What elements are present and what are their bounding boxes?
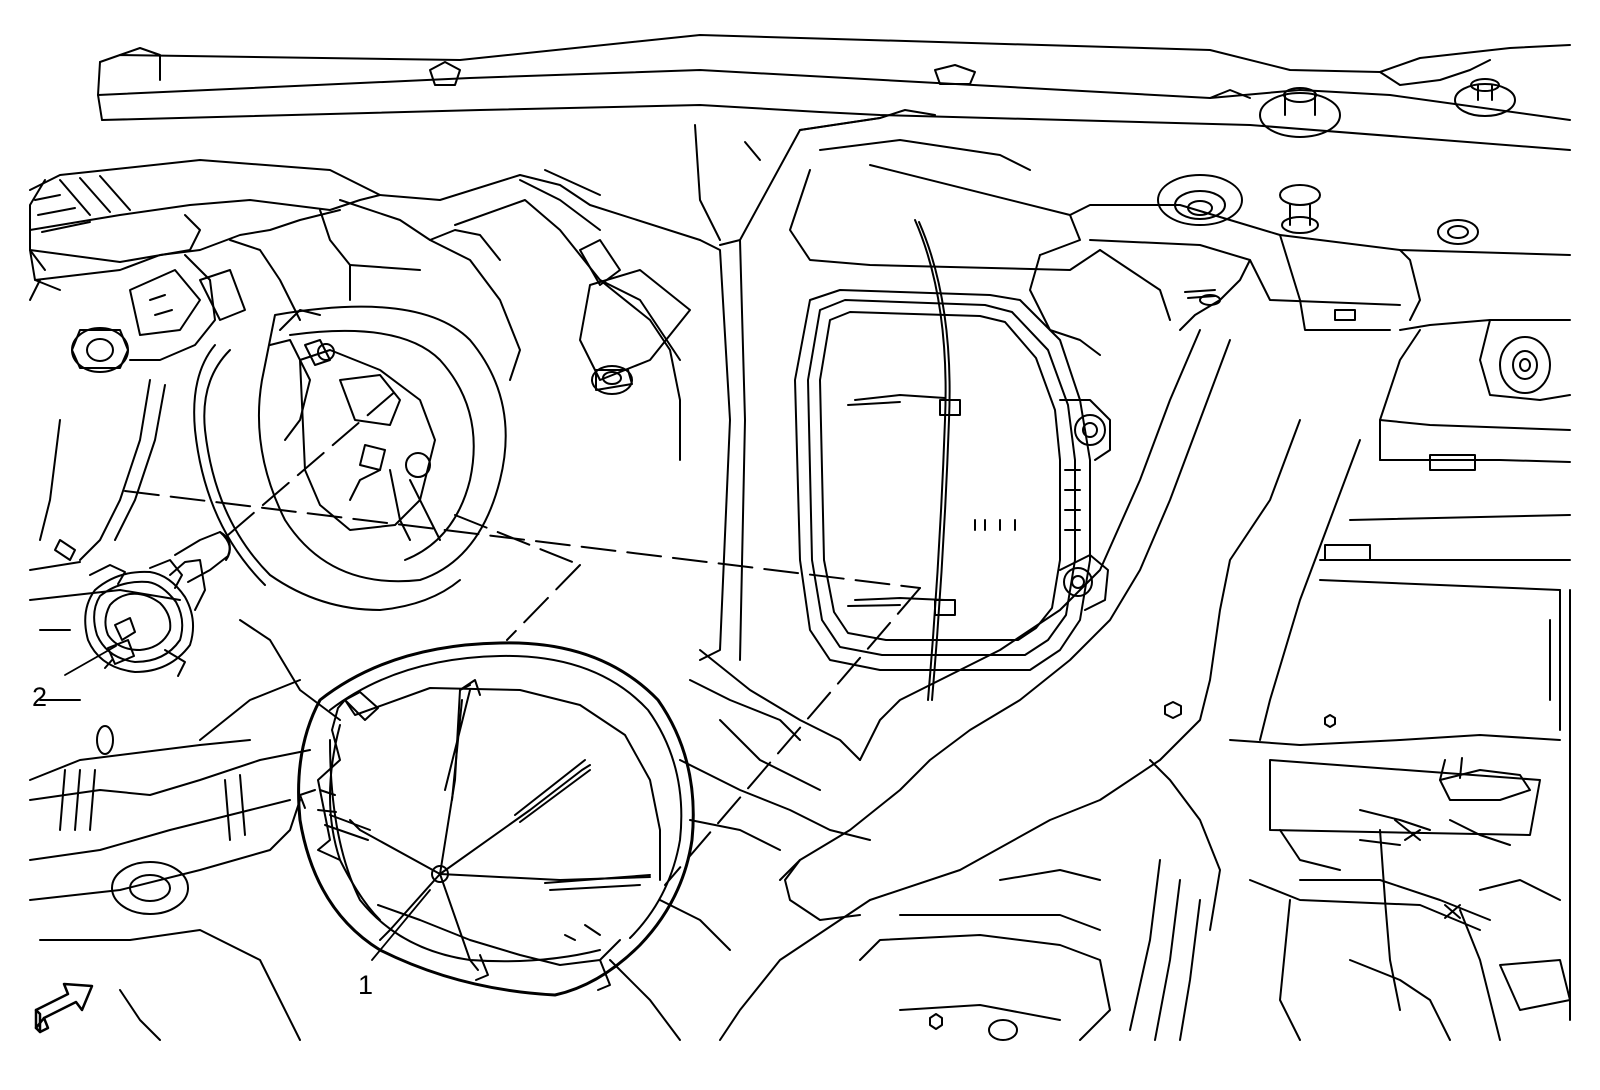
callout-leaders: [64, 645, 431, 961]
callout-1-label: 1: [358, 970, 373, 1000]
alignment-dashed-lines: [124, 389, 921, 886]
headlamp-bulb-access-cover: [297, 641, 695, 997]
fasteners: [71, 78, 1551, 1041]
lamp-housing-center: [794, 219, 1111, 701]
headlamp-bulb: [84, 531, 231, 677]
callout-2-label: 2: [32, 682, 47, 712]
upper-left-bracket: [29, 209, 421, 561]
headlamp-bulb-socket-opening: [193, 305, 507, 611]
front-of-vehicle-arrow-icon: [34, 982, 94, 1034]
callout-1-leader: [371, 889, 431, 961]
callout-2-leader: [64, 645, 117, 676]
radiator-support-structure: [29, 34, 1571, 1041]
